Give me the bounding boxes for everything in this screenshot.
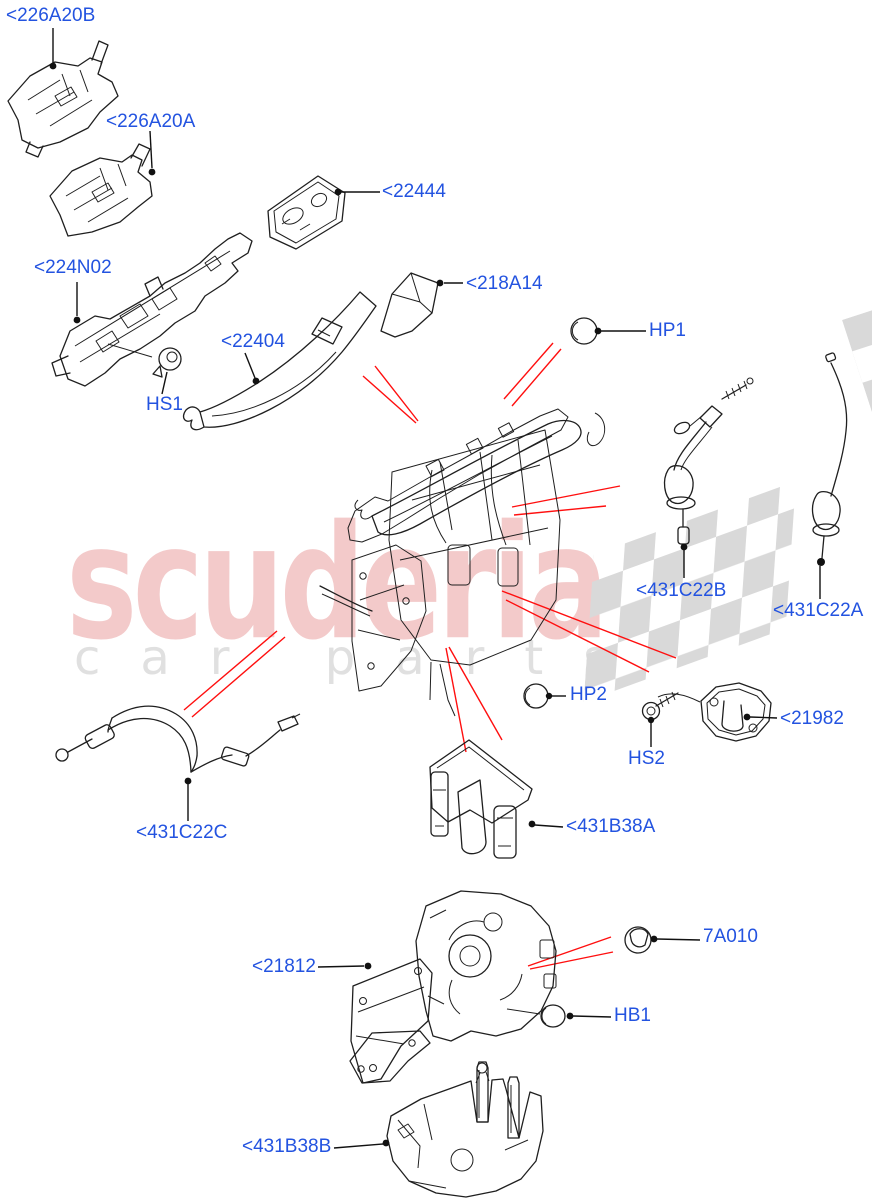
part-431B38B-drawing <box>333 1030 544 1198</box>
checkered-flag-watermark <box>583 306 872 703</box>
part-label-21982[interactable]: <21982 <box>780 708 844 729</box>
part-label-HS2[interactable]: HS2 <box>628 748 665 769</box>
part-226A20B-drawing <box>7 28 119 158</box>
part-21982-drawing <box>657 682 778 742</box>
part-label-HP2[interactable]: HP2 <box>570 684 607 705</box>
part-7A010-drawing <box>624 926 701 954</box>
part-HS1-drawing <box>107 343 182 395</box>
part-label-431B38B[interactable]: <431B38B <box>242 1136 332 1157</box>
part-label-21812[interactable]: <21812 <box>252 956 316 977</box>
part-226A20A-drawing <box>49 130 156 237</box>
part-label-22404[interactable]: <22404 <box>221 331 285 352</box>
part-label-431B38A[interactable]: <431B38A <box>566 816 656 837</box>
part-label-22444[interactable]: <22444 <box>382 181 446 202</box>
part-label-218A14[interactable]: <218A14 <box>466 273 543 294</box>
part-21812-drawing <box>317 890 557 1084</box>
part-22404-drawing <box>182 291 377 431</box>
part-431C22A-drawing <box>811 352 848 599</box>
part-431C22C-drawing <box>55 705 301 821</box>
part-431B38A-drawing <box>429 739 564 859</box>
part-224N02-drawing <box>51 232 253 387</box>
part-HB1-drawing <box>540 1004 612 1028</box>
part-label-226A20A[interactable]: <226A20A <box>106 111 196 132</box>
part-label-431C22B[interactable]: <431C22B <box>636 580 727 601</box>
part-label-226A20B[interactable]: <226A20B <box>6 5 96 26</box>
part-431C22B-drawing <box>663 377 754 578</box>
part-22444-drawing <box>267 175 380 250</box>
callout-lines <box>183 342 677 970</box>
part-218A14-drawing <box>380 272 463 338</box>
part-HP2-drawing <box>523 683 566 709</box>
part-label-7A010[interactable]: 7A010 <box>703 926 758 947</box>
watermark-subtitle: car parts <box>74 630 649 686</box>
watermark-brand: scuderia <box>66 492 609 676</box>
part-label-431C22A[interactable]: <431C22A <box>773 600 864 621</box>
part-HP1-drawing <box>570 317 646 345</box>
part-label-HP1[interactable]: HP1 <box>649 320 686 341</box>
part-label-224N02[interactable]: <224N02 <box>34 257 112 278</box>
part-label-HS1[interactable]: HS1 <box>146 394 183 415</box>
part-label-431C22C[interactable]: <431C22C <box>136 822 228 843</box>
part-label-HB1[interactable]: HB1 <box>614 1005 651 1026</box>
part-HS2-drawing <box>641 691 679 747</box>
assembly-reference-drawing <box>319 408 606 717</box>
